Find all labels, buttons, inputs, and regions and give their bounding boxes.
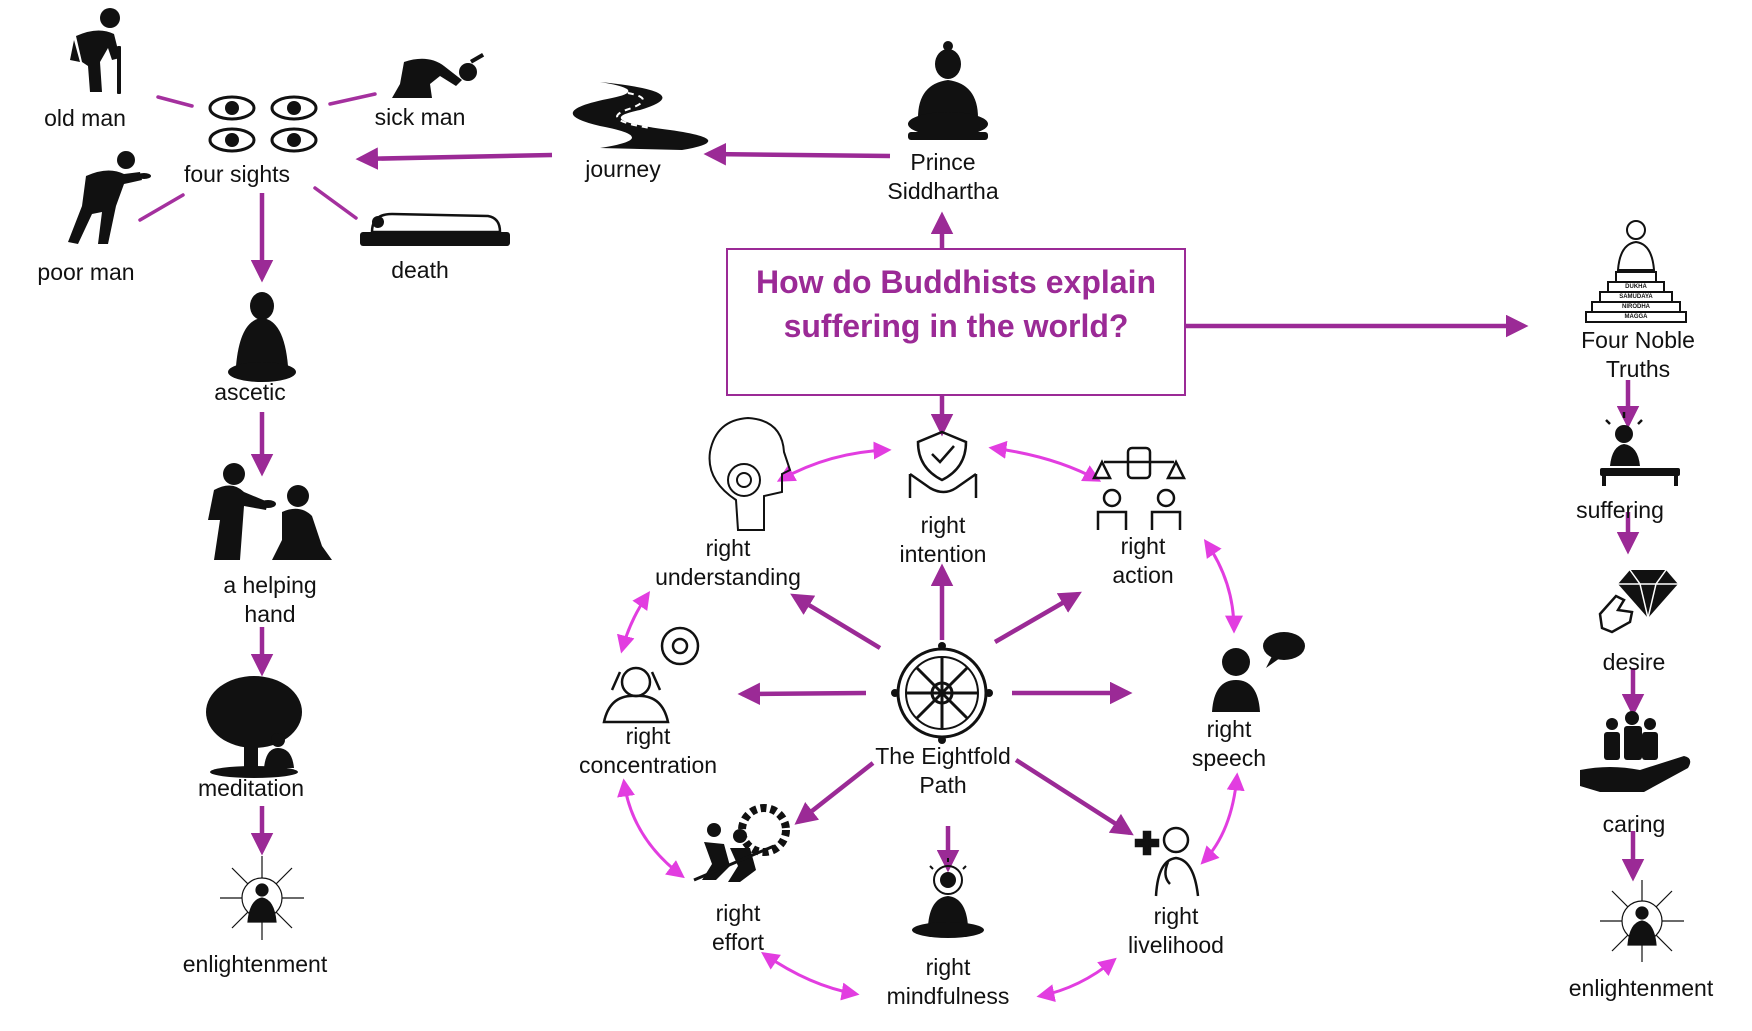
label-mindfulness-line-2: mindfulness xyxy=(886,983,1010,1009)
label-livelihood-line-2: livelihood xyxy=(1128,932,1224,958)
mind-gear-icon xyxy=(708,416,792,531)
label-four-sights: four sights xyxy=(183,161,291,187)
label-action-line-1: right xyxy=(1120,533,1166,559)
dharma-wheel-icon xyxy=(891,642,993,744)
label-concentration-line-1: right xyxy=(625,723,671,749)
label-eightfold-path: The Eightfold Path xyxy=(868,742,1018,800)
label-helping-hand: a helping hand xyxy=(205,571,335,629)
label-effort-line-2: effort xyxy=(712,929,764,955)
truths-statue-icon xyxy=(1585,220,1687,323)
label-truths-line-2: Truths xyxy=(1605,356,1671,382)
label-mindfulness-line-1: right xyxy=(925,954,971,980)
road-icon xyxy=(572,82,709,150)
label-speech-line-2: speech xyxy=(1191,745,1267,771)
label-effort-line-1: right xyxy=(715,900,761,926)
label-prince-siddhartha: Prince Siddhartha xyxy=(878,148,1008,206)
label-desire: desire xyxy=(1602,649,1666,675)
buddha-icon xyxy=(908,41,988,140)
poor-man-icon xyxy=(68,151,151,244)
label-understanding-line-2: understanding xyxy=(655,564,801,590)
main-arrows xyxy=(250,142,1645,882)
old-man-icon xyxy=(70,8,121,94)
label-enlightenment-right: enlightenment xyxy=(1568,975,1714,1001)
label-sick-man: sick man xyxy=(374,104,466,130)
label-right-action: right action xyxy=(1088,532,1198,590)
teamwork-gear-icon xyxy=(693,804,790,882)
speech-icon xyxy=(1212,632,1305,712)
label-right-speech: right speech xyxy=(1174,715,1284,773)
label-helping-hand-line-1: a helping xyxy=(223,572,317,598)
label-prince-line-1: Prince xyxy=(910,149,976,175)
label-truths-line-1: Four Noble xyxy=(1581,327,1695,353)
truths-steps: DUKHA SAMUDAYA NIRODHA MAGGA xyxy=(1596,282,1676,322)
tree-meditation-icon xyxy=(206,676,302,778)
label-intention-line-2: intention xyxy=(899,541,987,567)
caring-hand-icon xyxy=(1580,711,1691,792)
label-four-noble-truths: Four Noble Truths xyxy=(1568,326,1708,384)
label-enlightenment-left: enlightenment xyxy=(182,951,328,977)
handshake-shield-icon xyxy=(908,430,978,498)
label-journey: journey xyxy=(585,156,661,182)
step-dukha: DUKHA xyxy=(1625,284,1647,290)
doctor-icon xyxy=(1134,826,1200,897)
label-understanding-line-1: right xyxy=(705,535,751,561)
step-samudaya: SAMUDAYA xyxy=(1619,294,1653,300)
label-prince-line-2: Siddhartha xyxy=(887,178,999,204)
label-action-line-2: action xyxy=(1112,562,1174,588)
justice-icon xyxy=(1091,446,1187,530)
step-magga: MAGGA xyxy=(1624,314,1648,320)
label-right-effort: right effort xyxy=(688,899,788,957)
enlightenment-icon-right xyxy=(1600,880,1684,962)
diamond-hand-icon xyxy=(1598,569,1678,634)
label-concentration-line-2: concentration xyxy=(578,752,718,778)
label-intention-line-1: right xyxy=(920,512,966,538)
death-icon xyxy=(360,212,510,246)
label-old-man: old man xyxy=(44,105,126,131)
suffering-icon xyxy=(1600,412,1680,486)
helping-hand-icon xyxy=(208,463,332,560)
label-meditation: meditation xyxy=(197,775,305,801)
label-helping-hand-line-2: hand xyxy=(244,601,296,627)
label-death: death xyxy=(391,257,449,283)
label-poor-man: poor man xyxy=(37,259,135,285)
enlightenment-icon-left xyxy=(220,856,304,940)
label-right-understanding: right understanding xyxy=(648,534,808,592)
label-speech-line-1: right xyxy=(1206,716,1252,742)
label-right-concentration: right concentration xyxy=(568,722,728,780)
question-line-1: How do Buddhists explain xyxy=(755,264,1156,300)
label-right-mindfulness: right mindfulness xyxy=(868,953,1028,1011)
label-livelihood-line-1: right xyxy=(1153,903,1199,929)
label-right-intention: right intention xyxy=(878,511,1008,569)
sick-man-icon xyxy=(392,52,485,98)
label-ascetic: ascetic xyxy=(214,379,286,405)
four-sights-links xyxy=(138,92,377,222)
label-suffering: suffering xyxy=(1576,497,1664,523)
eyes-icon xyxy=(208,95,318,153)
question-line-2: suffering in the world? xyxy=(783,308,1129,344)
meditating-icon xyxy=(912,858,984,938)
eightfold-ring xyxy=(617,440,1245,1002)
step-nirodha: NIRODHA xyxy=(1622,304,1650,310)
label-right-livelihood: right livelihood xyxy=(1106,902,1246,960)
label-eightfold-line-1: The Eightfold xyxy=(875,743,1011,769)
central-question: How do Buddhists explain suffering in th… xyxy=(726,248,1186,396)
label-eightfold-line-2: Path xyxy=(919,772,967,798)
label-caring: caring xyxy=(1602,811,1666,837)
concentration-icon xyxy=(602,626,700,724)
ascetic-icon xyxy=(228,292,296,382)
